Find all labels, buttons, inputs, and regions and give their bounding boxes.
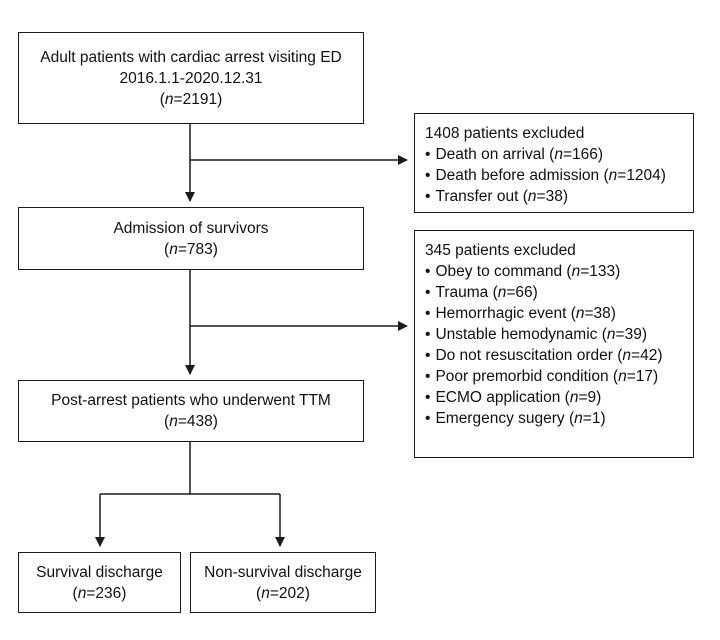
exclusion-2-item: Hemorrhagic event (n=38) <box>425 303 683 324</box>
cohort-box: Adult patients with cardiac arrest visit… <box>18 32 364 124</box>
exclusion-2-item: Unstable hemodynamic (n=39) <box>425 324 683 345</box>
exclusion-box-2: 345 patients excluded Obey to command (n… <box>414 230 694 458</box>
exclusion-2-title: 345 patients excluded <box>425 242 576 259</box>
cohort-count-value: 2191 <box>182 90 218 108</box>
exclusion-2-item: ECMO application (n=9) <box>425 387 683 408</box>
non-survival-count-value: 202 <box>278 584 305 602</box>
admission-box: Admission of survivors (n=783) <box>18 207 364 270</box>
admission-label: Admission of survivors <box>113 219 269 237</box>
non-survival-label: Non-survival discharge <box>204 563 362 581</box>
non-survival-discharge-box: Non-survival discharge (n=202) <box>190 552 376 613</box>
non-survival-count: (n=202) <box>256 584 310 602</box>
exclusion-2-list: Obey to command (n=133) Trauma (n=66) He… <box>425 261 683 429</box>
exclusion-1-list: Death on arrival (n=166) Death before ad… <box>425 144 683 207</box>
survival-discharge-box: Survival discharge (n=236) <box>18 552 181 613</box>
exclusion-1-title: 1408 patients excluded <box>425 125 585 142</box>
ttm-count: (n=438) <box>164 413 218 430</box>
survival-count-value: 236 <box>95 584 122 602</box>
exclusion-2-item: Poor premorbid condition (n=17) <box>425 366 683 387</box>
exclusion-box-1: 1408 patients excluded Death on arrival … <box>414 113 694 213</box>
cohort-date-range: 2016.1.1-2020.12.31 <box>119 69 263 87</box>
exclusion-1-item: Transfer out (n=38) <box>425 186 683 207</box>
admission-count-value: 783 <box>186 240 213 258</box>
ttm-label: Post-arrest patients who underwent TTM <box>51 392 331 409</box>
admission-count: (n=783) <box>164 240 218 258</box>
exclusion-2-item: Do not resuscitation order (n=42) <box>425 345 683 366</box>
cohort-description: Adult patients with cardiac arrest visit… <box>40 48 342 66</box>
exclusion-1-item: Death on arrival (n=166) <box>425 144 683 165</box>
exclusion-2-item: Trauma (n=66) <box>425 282 683 303</box>
cohort-count: (n=2191) <box>159 90 223 108</box>
ttm-box: Post-arrest patients who underwent TTM (… <box>18 380 364 442</box>
survival-count: (n=236) <box>72 584 127 602</box>
exclusion-1-item: Death before admission (n=1204) <box>425 165 683 186</box>
exclusion-2-item: Emergency sugery (n=1) <box>425 408 683 429</box>
survival-label: Survival discharge <box>36 563 163 581</box>
exclusion-2-item: Obey to command (n=133) <box>425 261 683 282</box>
ttm-count-value: 438 <box>186 413 213 430</box>
